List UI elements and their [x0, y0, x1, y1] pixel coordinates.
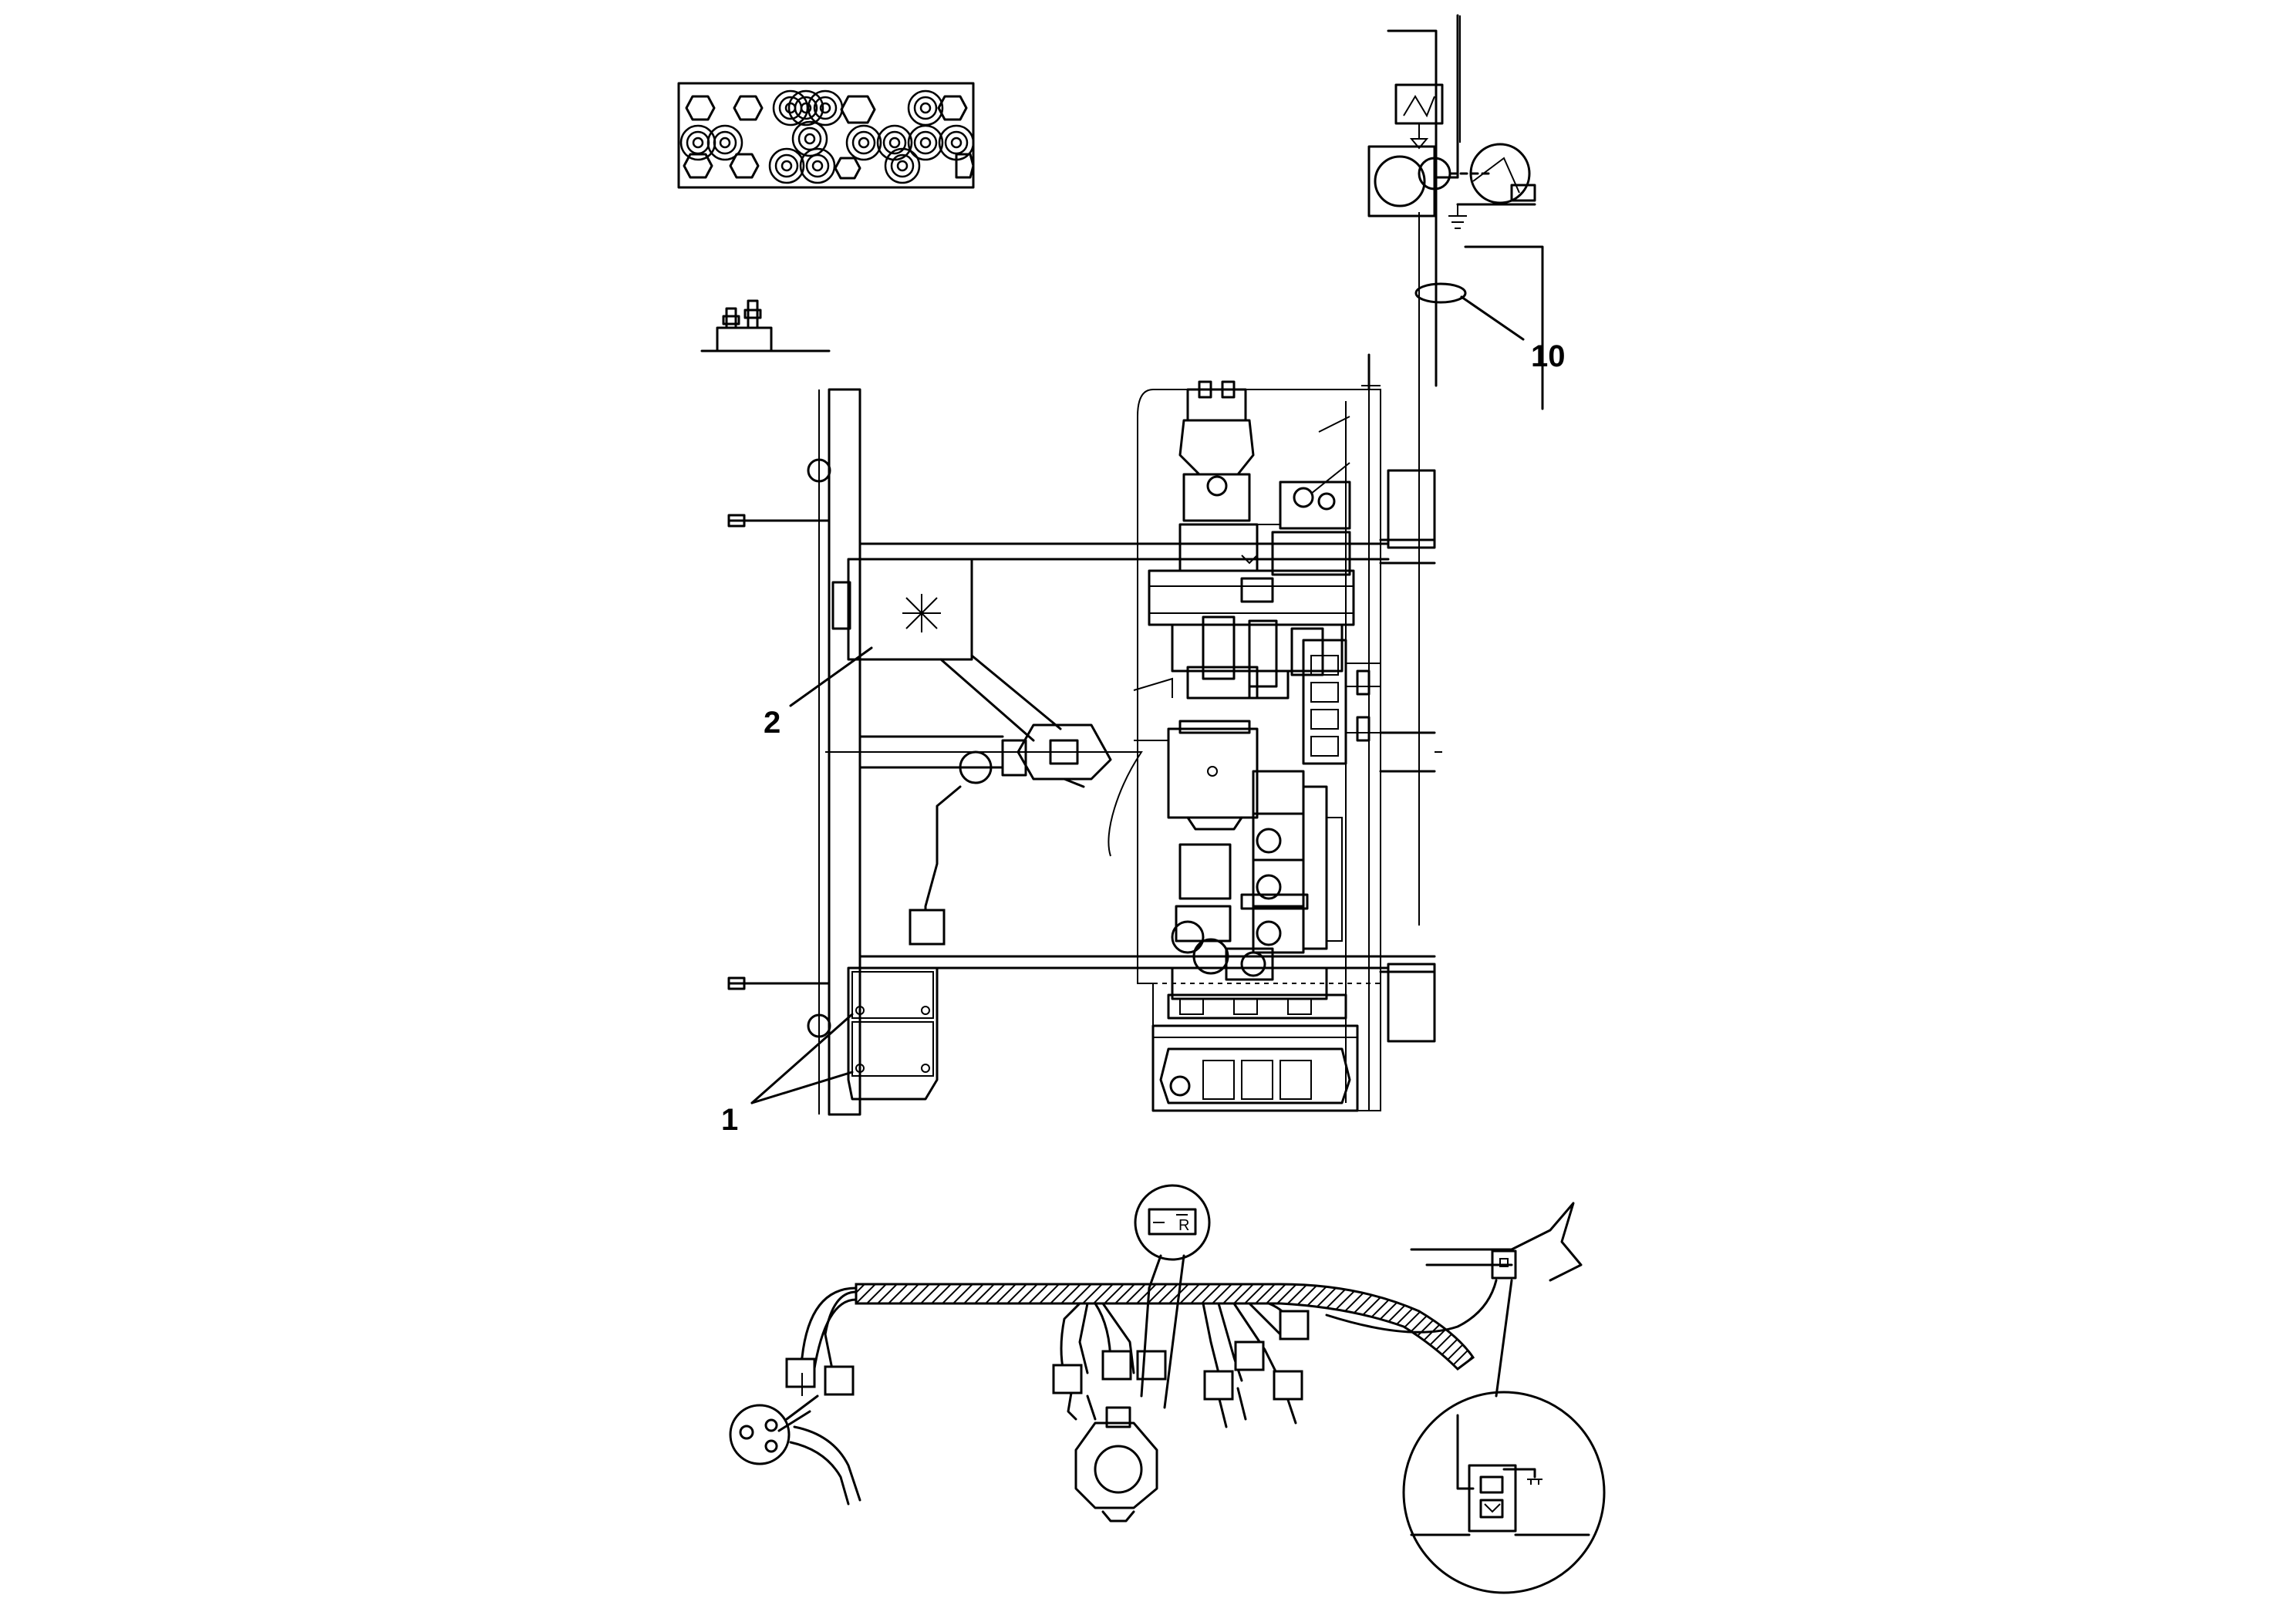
chassis-harness [909, 785, 962, 946]
schematic-detail: 10 [1367, 14, 1566, 926]
relay-icon [1402, 1391, 1606, 1594]
relay-terminal [950, 137, 963, 149]
relay-terminal [794, 96, 818, 120]
engine-assembly [1133, 353, 1381, 1112]
relay-terminal [811, 160, 824, 172]
relay-terminal [686, 130, 710, 155]
connector-icon [1203, 1370, 1234, 1401]
lower-tool-box [847, 966, 939, 1101]
relay-terminal [784, 102, 797, 114]
relay-terminal [692, 137, 704, 149]
relay-terminal [813, 96, 838, 120]
callout-2: 2 [764, 706, 781, 740]
relay-terminal [919, 137, 932, 149]
detail-label: R [1178, 1217, 1189, 1234]
relay-terminal [719, 137, 731, 149]
relay-terminal [896, 160, 909, 172]
battery-box [831, 558, 1143, 857]
relay-terminal [913, 130, 938, 155]
relay-terminal [858, 137, 870, 149]
relay-terminal [884, 147, 921, 184]
relay-terminal [781, 160, 793, 172]
relay-terminal [845, 124, 882, 161]
connector-icon [1273, 1370, 1303, 1401]
connector-icon [1234, 1340, 1265, 1371]
connector-icon [1279, 1310, 1310, 1340]
chassis-frame [727, 388, 1442, 1116]
relay-terminal [772, 89, 809, 126]
relay-terminal [804, 133, 816, 145]
relay-terminal [706, 124, 743, 161]
relay-terminal [799, 147, 836, 184]
relay-terminal [882, 130, 907, 155]
callout-1-group: 1 [721, 1013, 854, 1137]
connector-icon [824, 1365, 855, 1396]
relay-terminal [919, 102, 932, 114]
relay-terminal [876, 124, 913, 161]
relay-terminal [907, 124, 944, 161]
relay-terminal [713, 130, 737, 155]
relay-terminal [851, 130, 876, 155]
callout-2-group: 2 [764, 646, 873, 740]
relay-terminal [805, 153, 830, 178]
relay-terminal [800, 102, 812, 114]
connector-icon [1136, 1350, 1167, 1381]
main-harness: R [729, 1184, 1606, 1594]
relay-terminal [791, 120, 828, 157]
relay-terminal [807, 89, 844, 126]
relay-terminal [913, 96, 938, 120]
relay-terminal [787, 89, 824, 126]
relay-terminal [888, 137, 901, 149]
connector-icon [1052, 1364, 1083, 1394]
relay-terminal [797, 126, 822, 151]
connector-icon [785, 1357, 816, 1388]
alternator-icon [1074, 1406, 1158, 1523]
relay-terminal [774, 153, 799, 178]
connector-icon [1101, 1350, 1132, 1381]
relay-block-icon [677, 82, 975, 189]
relay-terminal [819, 102, 831, 114]
circuit-breaker-icon [700, 299, 831, 352]
relay-terminal [768, 147, 805, 184]
detail-bubble: R [1134, 1184, 1211, 1409]
relay-terminal [907, 89, 944, 126]
callout-10: 10 [1531, 339, 1566, 373]
relay-terminal [944, 130, 969, 155]
connector-icon [909, 909, 946, 946]
relay-terminal [890, 153, 915, 178]
battery-switch-icon [729, 1373, 861, 1506]
callout-1: 1 [721, 1103, 738, 1137]
